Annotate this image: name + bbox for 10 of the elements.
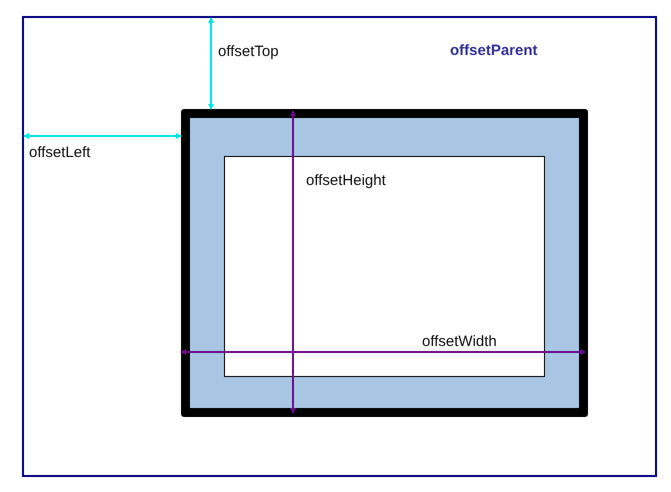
container-title: offsetParent bbox=[450, 42, 538, 59]
edge-label: offsetLeft bbox=[29, 145, 90, 160]
dimension-label: offsetHeight bbox=[306, 173, 386, 188]
edge-label: offsetTop bbox=[218, 44, 279, 59]
double-arrow bbox=[208, 17, 214, 110]
element-border-box bbox=[181, 109, 588, 417]
dimension-label: offsetWidth bbox=[422, 334, 497, 349]
double-arrow bbox=[23, 133, 182, 139]
content-box bbox=[224, 156, 545, 377]
container-box bbox=[22, 16, 657, 477]
